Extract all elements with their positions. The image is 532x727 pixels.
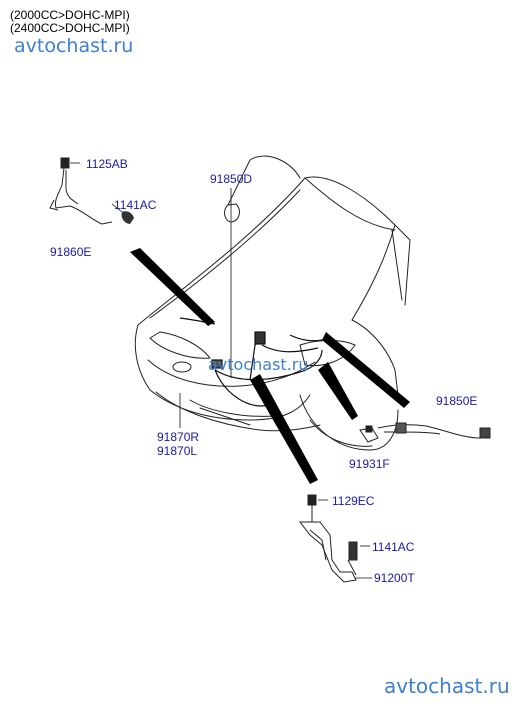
left-headlight	[149, 331, 211, 359]
part-label-91870L: 91870L	[157, 444, 198, 458]
front-bumper-outline	[134, 324, 311, 421]
callout-wedge-battery-cable	[130, 248, 215, 326]
part-label-91931F: 91931F	[349, 457, 390, 471]
part-label-91870R: 91870R	[157, 430, 200, 444]
callout-wedge-front-harness	[250, 374, 318, 484]
bolt-1129EC	[307, 494, 317, 506]
hyundai-badge	[172, 361, 192, 373]
harness-connector-block	[254, 331, 266, 345]
bracket-91200T	[298, 521, 357, 583]
windshield-outline	[227, 155, 301, 206]
watermark-top: avtochast.ru	[14, 35, 134, 57]
watermark-middle: avtochast.ru	[208, 355, 309, 374]
cable-91850E	[377, 424, 489, 439]
callout-wedge-ground-cable	[322, 332, 410, 408]
header-engine-2000cc: (2000CC>DOHC-MPI)	[10, 8, 130, 22]
callout-wedge-engine-harness	[318, 362, 358, 420]
header-engine-2400cc: (2400CC>DOHC-MPI)	[10, 21, 130, 35]
right-headlight	[299, 340, 356, 367]
hood-outline	[137, 176, 396, 326]
part-label-1141AC-bottom: 1141AC	[372, 540, 415, 554]
harness-main	[214, 349, 323, 381]
part-label-91850D: 91850D	[210, 172, 253, 186]
part-label-91200T: 91200T	[374, 571, 415, 585]
part-label-1129EC: 1129EC	[332, 494, 375, 508]
watermark-bottom: avtochast.ru	[384, 674, 510, 698]
mirror-outline	[224, 203, 240, 223]
front-wheel-arch	[299, 394, 399, 451]
cable-91860E	[55, 167, 113, 225]
bolt-1125AB	[60, 157, 70, 169]
part-label-91860E: 91860E	[50, 245, 92, 259]
bolt-1141AC-bottom	[348, 541, 358, 561]
part-label-1125AB: 1125AB	[86, 157, 128, 171]
clip-1141AC-top	[121, 211, 134, 224]
part-label-1141AC-top: 1141AC	[114, 198, 157, 212]
part-label-91850E: 91850E	[436, 394, 478, 408]
